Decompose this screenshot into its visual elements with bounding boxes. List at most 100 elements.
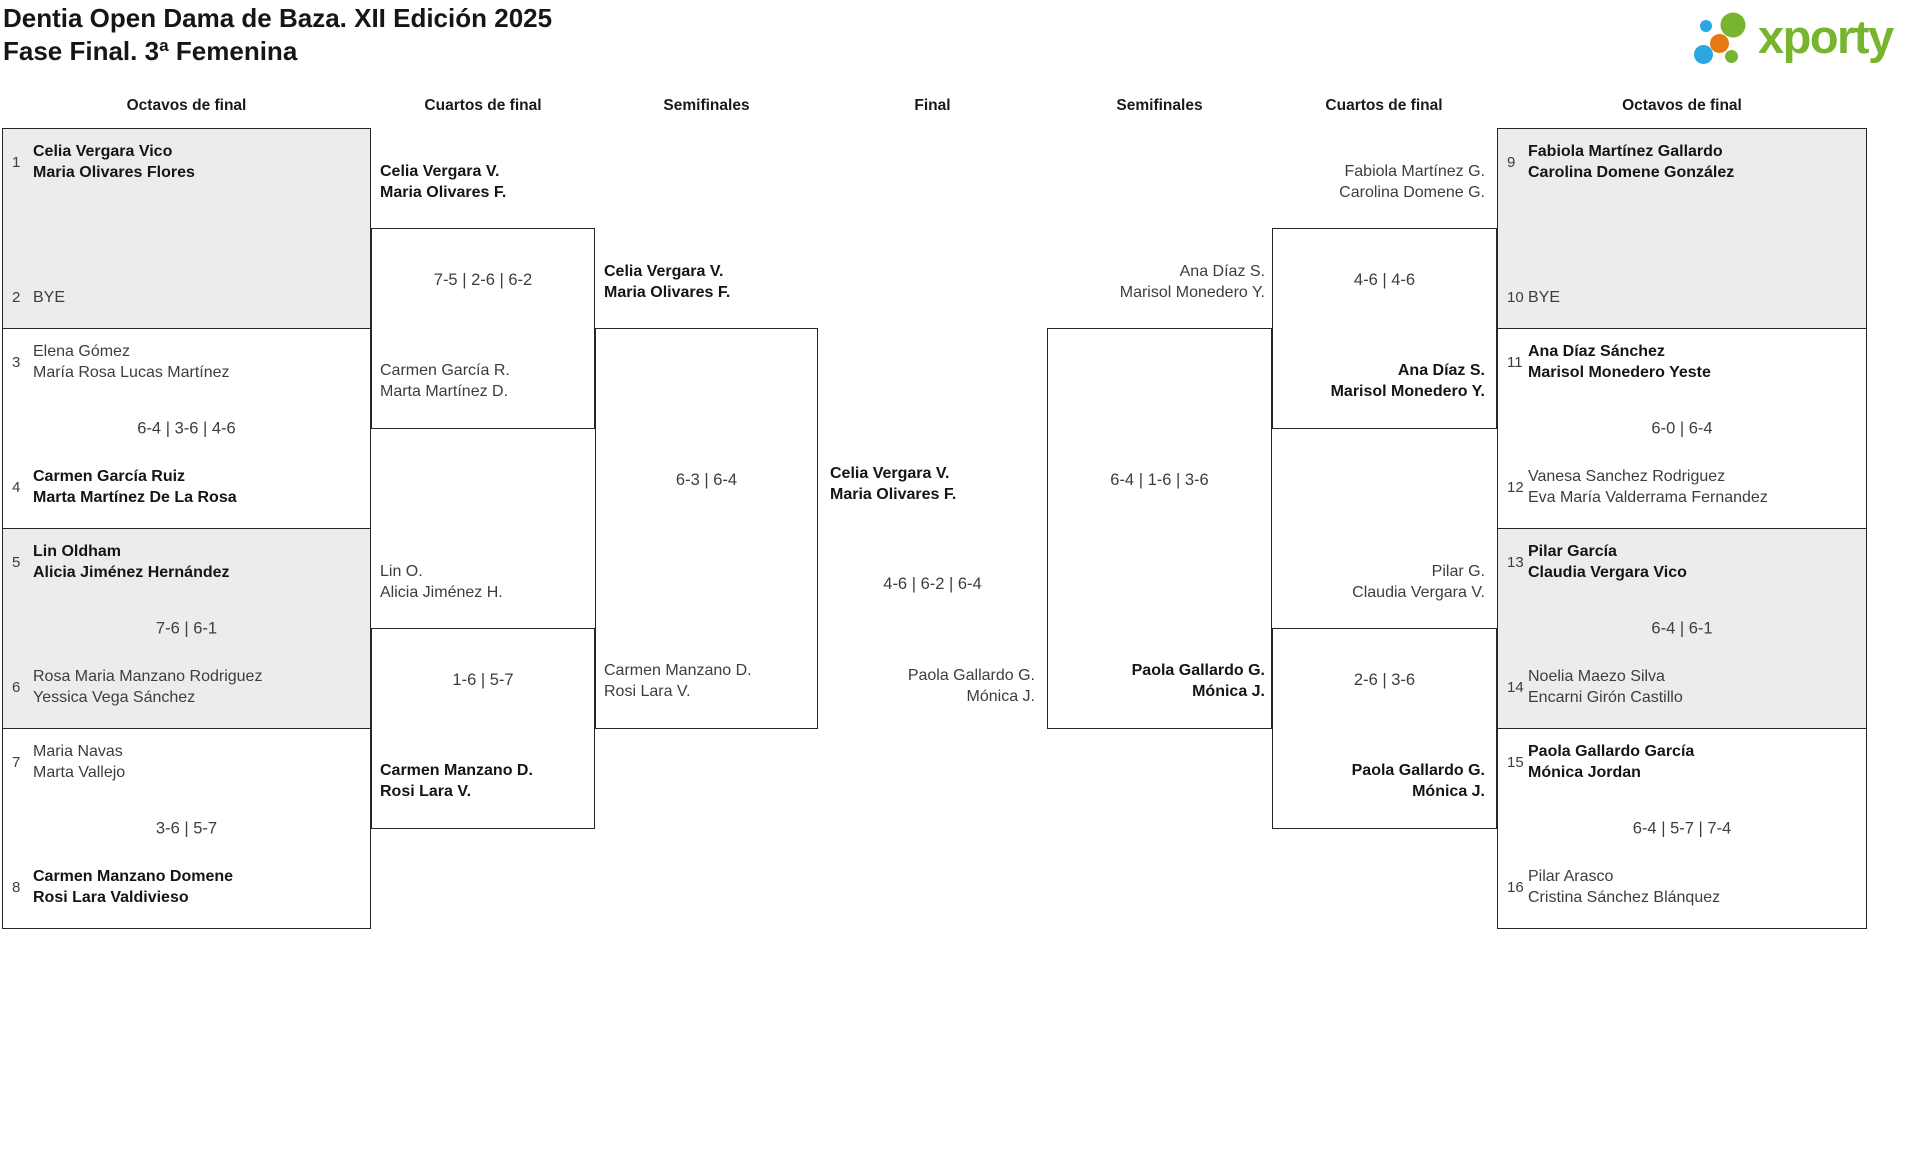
team-name: Pilar Arasco Cristina Sánchez Blánquez: [1528, 866, 1866, 908]
team-slot: 15 Paola Gallardo García Mónica Jordan: [1498, 741, 1866, 783]
seed-number: 6: [12, 678, 21, 696]
player-name: Celia Vergara V.: [604, 263, 724, 280]
player-name: Encarni Girón Castillo: [1528, 689, 1683, 706]
qf-match-left-1: Celia Vergara V. Maria Olivares F. 7-5 |…: [371, 163, 595, 429]
player-name: Marta Vallejo: [33, 764, 126, 781]
team-name: Paola Gallardo G. Mónica J.: [1132, 660, 1265, 702]
player-name: Claudia Vergara V.: [1352, 584, 1485, 601]
player-name: Lin Oldham: [33, 543, 121, 560]
team-name: Celia Vergara V. Maria Olivares F.: [380, 161, 506, 203]
player-name: Marisol Monedero Y.: [1119, 284, 1265, 301]
match-score: 6-3 | 6-4: [675, 471, 738, 489]
sf-match-right: Ana Díaz S. Marisol Monedero Y. 6-4 | 1-…: [1047, 263, 1272, 729]
team-slot: 11 Ana Díaz Sánchez Marisol Monedero Yes…: [1498, 341, 1866, 383]
player-name: Yessica Vega Sánchez: [33, 689, 196, 706]
team-slot: 8 Carmen Manzano Domene Rosi Lara Valdiv…: [3, 866, 370, 908]
round-header-final: Final: [914, 97, 951, 114]
player-name: Paola Gallardo G.: [1351, 762, 1485, 779]
seed-number: 16: [1507, 878, 1524, 896]
player-name: Alicia Jiménez Hernández: [33, 564, 230, 581]
team-name: Celia Vergara V. Maria Olivares F.: [604, 261, 730, 303]
team-name: Ana Díaz Sánchez Marisol Monedero Yeste: [1528, 341, 1866, 383]
player-name: Claudia Vergara Vico: [1528, 564, 1687, 581]
seed-number: 8: [12, 878, 21, 896]
player-name: Carolina Domene González: [1528, 164, 1735, 181]
seed-number: 12: [1507, 478, 1524, 496]
r16-match-3-4: 3 Elena Gómez María Rosa Lucas Martínez …: [2, 328, 371, 529]
player-name: BYE: [33, 289, 66, 306]
player-name: Rosi Lara Valdivieso: [33, 889, 189, 906]
team-slot: 9 Fabiola Martínez Gallardo Carolina Dom…: [1498, 141, 1866, 183]
r16-match-15-16: 15 Paola Gallardo García Mónica Jordan 6…: [1497, 728, 1867, 929]
team-name: Elena Gómez María Rosa Lucas Martínez: [33, 341, 370, 383]
team-name: Rosa Maria Manzano Rodriguez Yessica Veg…: [33, 666, 370, 708]
player-name: Carmen Manzano D.: [604, 662, 752, 679]
round-header-octavos-right: Octavos de final: [1622, 97, 1742, 114]
tournament-title-line1: Dentia Open Dama de Baza. XII Edición 20…: [3, 3, 553, 33]
team-name: Vanesa Sanchez Rodriguez Eva María Valde…: [1528, 466, 1866, 508]
r16-match-1-2: 1 Celia Vergara Vico Maria Olivares Flor…: [2, 128, 371, 329]
match-score: 2-6 | 3-6: [1353, 671, 1416, 689]
sf-match-left: Celia Vergara V. Maria Olivares F. 6-3 |…: [595, 263, 818, 729]
seed-number: 5: [12, 553, 21, 571]
team-slot: 12 Vanesa Sanchez Rodriguez Eva María Va…: [1498, 466, 1866, 508]
player-name: Paola Gallardo G.: [1131, 662, 1265, 679]
seed-number: 1: [12, 153, 21, 171]
logo-wordmark: xporty: [1758, 10, 1894, 63]
seed-number: 4: [12, 478, 21, 496]
team-name: Lin Oldham Alicia Jiménez Hernández: [33, 541, 370, 583]
team-name: Fabiola Martínez Gallardo Carolina Domen…: [1528, 141, 1866, 183]
team-slot: 3 Elena Gómez María Rosa Lucas Martínez: [3, 341, 370, 383]
team-slot: 2 BYE: [3, 287, 370, 308]
player-name: María Rosa Lucas Martínez: [33, 364, 230, 381]
team-name: Pilar García Claudia Vergara Vico: [1528, 541, 1866, 583]
round-header-cuartos-right: Cuartos de final: [1325, 97, 1443, 114]
player-name: Maria Navas: [33, 743, 123, 760]
player-name: Celia Vergara Vico: [33, 143, 173, 160]
seed-number: 7: [12, 753, 21, 771]
r16-match-5-6: 5 Lin Oldham Alicia Jiménez Hernández 7-…: [2, 528, 371, 729]
team-name: Paola Gallardo García Mónica Jordan: [1528, 741, 1866, 783]
qf-match-right-1: Fabiola Martínez G. Carolina Domene G. 4…: [1272, 163, 1497, 429]
team-name: BYE: [33, 287, 370, 308]
tournament-title: Dentia Open Dama de Baza. XII Edición 20…: [3, 2, 552, 68]
match-score: 6-0 | 6-4: [1651, 419, 1713, 437]
player-name: Mónica J.: [1412, 783, 1485, 800]
xporty-logo[interactable]: xporty: [1690, 4, 1894, 79]
final-match: Celia Vergara V. Maria Olivares F. 4-6 |…: [818, 328, 1047, 728]
team-name: Paola Gallardo G. Mónica J.: [908, 665, 1035, 707]
match-score: 3-6 | 5-7: [155, 819, 218, 837]
player-name: Vanesa Sanchez Rodriguez: [1528, 468, 1726, 485]
team-slot: 14 Noelia Maezo Silva Encarni Girón Cast…: [1498, 666, 1866, 708]
seed-number: 14: [1507, 678, 1524, 696]
team-slot: 7 Maria Navas Marta Vallejo: [3, 741, 370, 783]
player-name: Carmen García R.: [380, 362, 510, 379]
player-name: Eva María Valderrama Fernandez: [1528, 489, 1768, 506]
r16-match-13-14: 13 Pilar García Claudia Vergara Vico 6-4…: [1497, 528, 1867, 729]
team-slot: 10 BYE: [1498, 287, 1866, 308]
team-name: Carmen Manzano D. Rosi Lara V.: [604, 660, 752, 702]
team-name: Celia Vergara V. Maria Olivares F.: [830, 463, 956, 505]
player-name: Pilar García: [1528, 543, 1617, 560]
seed-number: 2: [12, 289, 21, 306]
player-name: Maria Olivares F.: [830, 486, 957, 503]
round-header-octavos-left: Octavos de final: [126, 97, 247, 114]
player-name: Celia Vergara V.: [380, 163, 500, 180]
player-name: Celia Vergara V.: [830, 465, 950, 482]
team-slot: 16 Pilar Arasco Cristina Sánchez Blánque…: [1498, 866, 1866, 908]
match-score: 4-6 | 4-6: [1353, 271, 1416, 289]
player-name: BYE: [1528, 289, 1561, 306]
seed-number: 13: [1507, 553, 1524, 571]
player-name: Carmen Manzano Domene: [33, 868, 234, 885]
player-name: Carmen Manzano D.: [380, 762, 533, 779]
match-score: 7-5 | 2-6 | 6-2: [433, 271, 533, 289]
player-name: Marisol Monedero Yeste: [1528, 364, 1711, 381]
match-score: 6-4 | 5-7 | 7-4: [1632, 819, 1732, 837]
team-name: Lin O. Alicia Jiménez H.: [380, 561, 503, 603]
team-name: Celia Vergara Vico Maria Olivares Flores: [33, 141, 370, 183]
player-name: Fabiola Martínez G.: [1344, 163, 1486, 180]
match-score: 1-6 | 5-7: [452, 671, 514, 689]
team-name: Pilar G. Claudia Vergara V.: [1352, 561, 1485, 603]
player-name: Maria Olivares F.: [604, 284, 731, 301]
seed-number: 3: [12, 353, 21, 371]
